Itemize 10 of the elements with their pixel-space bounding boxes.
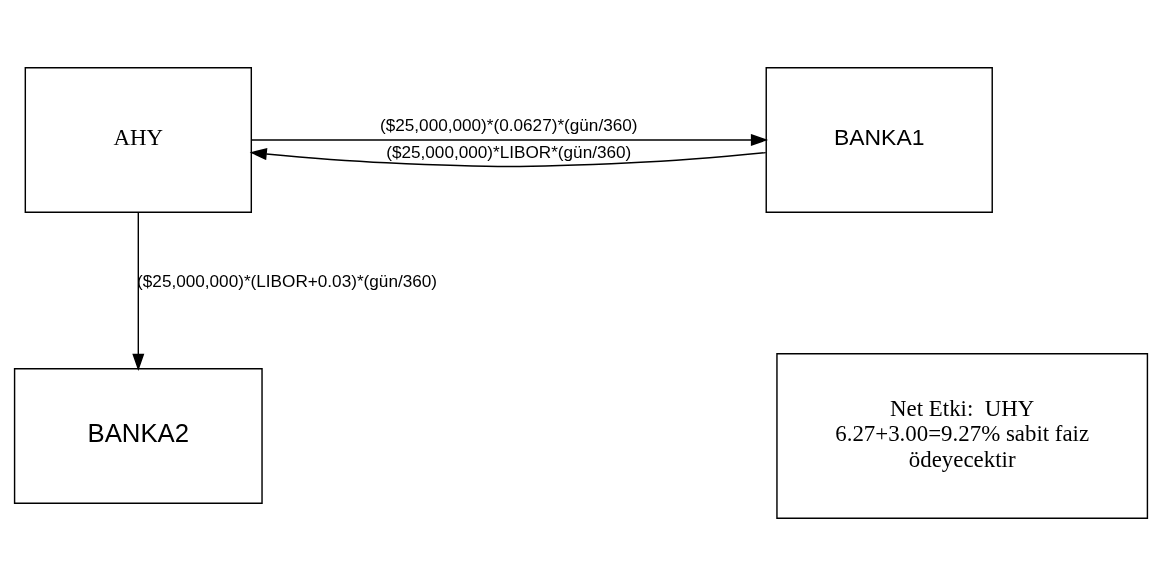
arrow — [132, 211, 145, 371]
edge-label: ($25,000,000)*(0.0627)*(gün/360) — [380, 114, 638, 135]
node-box: AHY — [24, 67, 253, 213]
arrow — [249, 148, 767, 168]
node-box: BANKA2 — [13, 368, 263, 504]
edge-label: ($25,000,000)*LIBOR*(gün/360) — [386, 141, 632, 162]
node-box: Net Etki: UHY 6.27+3.00=9.27% sabit faiz ödeyecektir — [776, 353, 1149, 519]
node-box: BANKA1 — [765, 67, 993, 213]
edge-label: ($25,000,000)*(LIBOR+0.03)*(gün/360) — [137, 271, 438, 292]
arrow — [250, 133, 769, 146]
